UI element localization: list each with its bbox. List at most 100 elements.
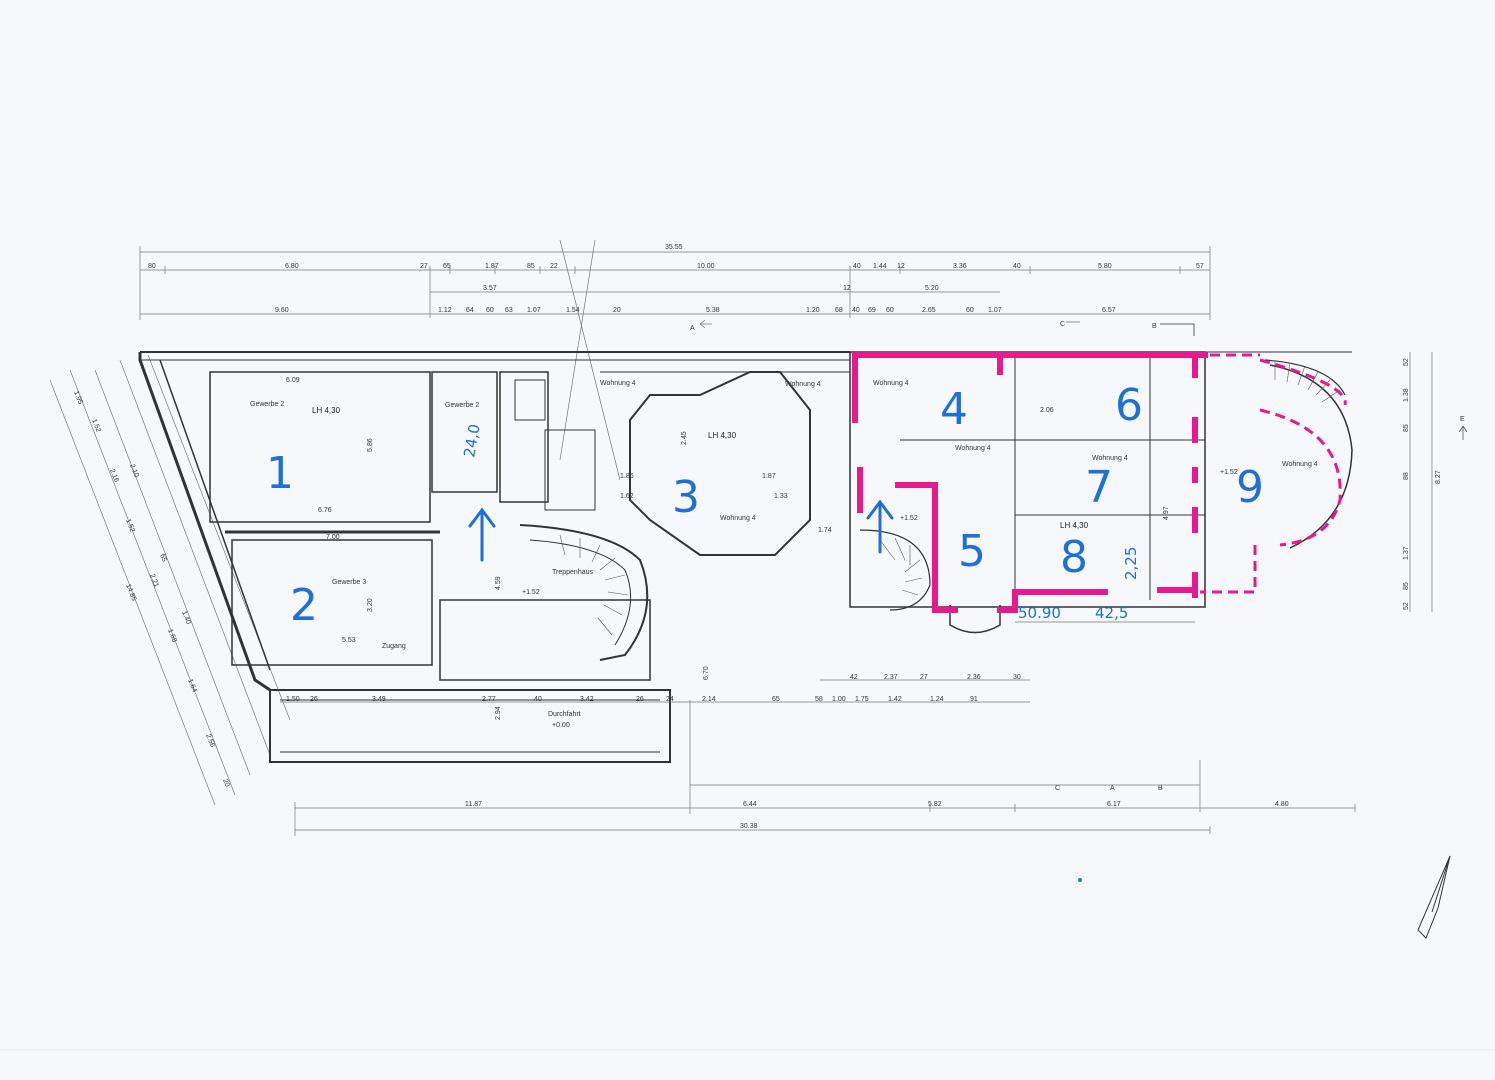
room-number-7: 7 <box>1085 462 1113 513</box>
right-dimension-values: 52 1.38 85 88 1.37 85 52 8.27 <box>1403 358 1442 610</box>
dim-interior: 5.86 <box>367 438 374 452</box>
dim-left: 2.16 <box>108 468 120 483</box>
room-label: Wohnung 4 <box>955 445 991 452</box>
dim-bottom: 1.50 <box>286 696 300 703</box>
dim-left: 2.21 <box>148 573 160 588</box>
room-number-9: 9 <box>1236 462 1264 513</box>
dim-bottom: 5.82 <box>928 801 942 808</box>
dim-top-overall: 35.55 <box>665 244 683 251</box>
dim-bottom: 26 <box>636 696 644 703</box>
dim-row1: 12 <box>897 263 905 270</box>
dim-interior: 6.70 <box>703 666 710 680</box>
north-arrow-icon <box>1417 855 1451 939</box>
dim-bottom: 2.37 <box>884 674 898 681</box>
dim-right: 85 <box>1403 424 1410 432</box>
handwritten-note: 24,0 <box>460 423 484 459</box>
room-height: LH 4,30 <box>312 406 341 415</box>
section-mark: E <box>1460 416 1465 423</box>
handwritten-note: 42,5 <box>1095 604 1128 622</box>
dim-bottom: 3.42 <box>580 696 594 703</box>
room-number-4: 4 <box>940 384 968 435</box>
spiral-stair-icon <box>559 534 629 636</box>
dim-row3: 6.57 <box>1102 307 1116 314</box>
dim-interior: 1.87 <box>762 473 776 480</box>
dim-left: 2.56 <box>204 733 216 748</box>
dim-left: 1.64 <box>186 678 198 693</box>
dim-bottom: 65 <box>772 696 780 703</box>
dim-bottom: 91 <box>970 696 978 703</box>
room-label: Zugang <box>382 643 406 650</box>
room-label: Wohnung 4 <box>785 381 821 388</box>
dim-bottom: 6.17 <box>1107 801 1121 808</box>
right-dimension-lines <box>1409 352 1433 612</box>
level-mark: +0.00 <box>552 722 570 729</box>
dim-interior: 3.20 <box>367 598 374 612</box>
up-arrow-icon <box>468 507 496 562</box>
top-dimension-values: 35.55 80 6.80 27 65 1.87 85 22 10.00 40 … <box>148 244 1204 314</box>
dim-row3: 64 <box>466 307 474 314</box>
dim-left: 1.52 <box>124 518 136 533</box>
dim-bottom: 1.00 <box>832 696 846 703</box>
dim-bottom: 3.49 <box>372 696 386 703</box>
dim-interior: 7.00 <box>326 534 340 541</box>
dim-bottom: 2.36 <box>967 674 981 681</box>
dim-row3: 1.07 <box>988 307 1002 314</box>
dim-right: 52 <box>1403 602 1410 610</box>
left-dimension-values: 1.95 1.52 2.16 2.10 1.52 65 2.21 1.40 1.… <box>72 390 230 788</box>
dim-row1: 5.80 <box>1098 263 1112 270</box>
room-label: Wohnung 4 <box>1282 461 1318 468</box>
dim-right: 85 <box>1403 582 1410 590</box>
dim-bottom: 58 <box>815 696 823 703</box>
dim-bottom: 1.24 <box>930 696 944 703</box>
level-mark: +1.52 <box>1220 469 1238 476</box>
dim-left: 1.40 <box>180 610 192 625</box>
dim-bottom: 1.75 <box>855 696 869 703</box>
room-texts: Gewerbe 2 LH 4,30 Gewerbe 2 Gewerbe 3 Tr… <box>250 380 1318 729</box>
dim-row1: 40 <box>853 263 861 270</box>
dim-interior: 1.33 <box>774 493 788 500</box>
room-label: Gewerbe 2 <box>250 401 284 408</box>
level-mark: +1.52 <box>522 589 540 596</box>
dim-bottom: 42 <box>850 674 858 681</box>
dim-bottom: 40 <box>534 696 542 703</box>
dim-row1: 65 <box>443 263 451 270</box>
dim-row3: 1.12 <box>438 307 452 314</box>
dim-bottom: 30 <box>1013 674 1021 681</box>
dim-right-total: 8.27 <box>1435 470 1442 484</box>
dim-right: 1.37 <box>1403 546 1410 560</box>
room-height: LH 4,30 <box>1060 521 1089 530</box>
dim-row1: 27 <box>420 263 428 270</box>
handwritten-note: 2,25 <box>1122 547 1140 580</box>
dim-row3: 9.60 <box>275 307 289 314</box>
dim-left: 1.52 <box>90 418 102 433</box>
dim-row1: 57 <box>1196 263 1204 270</box>
handwritten-note: 50.90 <box>1018 604 1061 622</box>
room-label: Wohnung 4 <box>600 380 636 387</box>
dim-row1: 22 <box>550 263 558 270</box>
room-number-3: 3 <box>672 472 700 523</box>
room-label: Wohnung 4 <box>1092 455 1128 462</box>
dim-row3: 40 <box>852 307 860 314</box>
dim-interior: 2.94 <box>495 706 502 720</box>
room-label: Wohnung 4 <box>873 380 909 387</box>
room-label: Gewerbe 3 <box>332 579 366 586</box>
dim-row3: 1.54 <box>566 307 580 314</box>
dim-row1: 40 <box>1013 263 1021 270</box>
dim-row3: 20 <box>613 307 621 314</box>
dim-row2: 3.57 <box>483 285 497 292</box>
section-mark: C <box>1055 785 1060 792</box>
dim-row3: 60 <box>966 307 974 314</box>
level-mark: +1.52 <box>900 515 918 522</box>
dim-row2: 5.20 <box>925 285 939 292</box>
dim-interior: 2.45 <box>681 431 688 445</box>
section-mark: B <box>1152 323 1157 330</box>
dim-left: 65 <box>158 553 167 563</box>
dim-row1: 10.00 <box>697 263 715 270</box>
dim-right: 88 <box>1403 472 1410 480</box>
dim-row3: 69 <box>868 307 876 314</box>
building-walls <box>138 351 1353 763</box>
section-mark: C <box>1060 321 1065 328</box>
section-mark: B <box>1158 785 1163 792</box>
dim-bottom: 2.14 <box>702 696 716 703</box>
